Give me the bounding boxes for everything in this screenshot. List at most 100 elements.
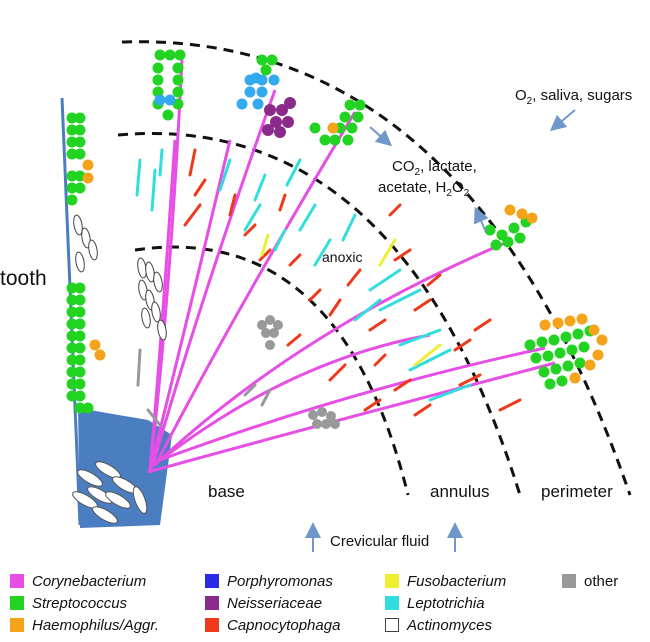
capnocytophaga-cell xyxy=(413,403,432,417)
actinomyces-cell xyxy=(138,279,148,301)
actinomyces-cell xyxy=(153,271,163,293)
capnocytophaga-cell xyxy=(183,203,202,227)
actinomyces-cell xyxy=(75,251,85,273)
anoxic-label: anoxic xyxy=(322,249,362,265)
actinomyces-cell xyxy=(81,227,91,249)
legend-label: Fusobacterium xyxy=(407,572,507,590)
fusobacterium-cell xyxy=(413,343,442,367)
streptococcus-cell xyxy=(66,294,78,306)
streptococcus-cell xyxy=(152,62,164,74)
capnocytophaga-cell xyxy=(308,288,322,302)
streptococcus-cell xyxy=(66,182,78,194)
haemophilus-cell xyxy=(82,159,94,171)
corynebacterium-filament xyxy=(153,111,357,467)
perimeter-boundary xyxy=(121,40,632,496)
corynebacterium-filament xyxy=(159,346,546,462)
coccus-blue xyxy=(256,86,268,98)
legend-item-capnocytophaga: Capnocytophaga xyxy=(205,614,340,636)
other-cell xyxy=(308,410,318,420)
leptotrichia-cell xyxy=(353,298,382,322)
streptococcus-cell xyxy=(536,336,548,348)
streptococcus-cell xyxy=(66,124,78,136)
capnocytophaga-cell xyxy=(458,373,482,387)
corynebacterium-filament xyxy=(156,241,506,464)
other-cell xyxy=(146,408,162,427)
streptococcus-cell xyxy=(524,339,536,351)
streptococcus-cell xyxy=(66,112,78,124)
streptococcus-cell xyxy=(329,134,341,146)
fusobacterium-cell xyxy=(260,233,270,257)
streptococcus-cell xyxy=(82,402,94,414)
coccus-blue xyxy=(250,72,262,84)
legend-swatch xyxy=(385,596,399,610)
legend-swatch xyxy=(10,618,24,632)
streptococcus-cell xyxy=(566,344,578,356)
tip-arrow xyxy=(473,206,489,233)
streptococcus-cell xyxy=(484,224,496,236)
flow-arrows xyxy=(305,109,576,552)
corynebacterium-filament xyxy=(157,333,431,464)
haemophilus-cell xyxy=(504,204,516,216)
capnocytophaga-cell xyxy=(368,318,387,332)
streptococcus-cell xyxy=(66,306,78,318)
streptococcus-cell xyxy=(66,342,78,354)
neisseriaceae-cell xyxy=(270,116,282,128)
cocci-cells xyxy=(66,49,608,429)
legend-swatch xyxy=(10,574,24,588)
haemophilus-cell xyxy=(516,208,528,220)
haemophilus-cell xyxy=(94,349,106,361)
capnocytophaga-cell xyxy=(258,248,272,262)
streptococcus-cell xyxy=(66,282,78,294)
haemophilus-cell xyxy=(596,334,608,346)
base-cell xyxy=(77,469,103,487)
legend-item-haemophilus: Haemophilus/Aggr. xyxy=(10,614,159,636)
legend-label: Capnocytophaga xyxy=(227,616,341,634)
streptococcus-cell xyxy=(74,282,86,294)
plaque-hedgehog-diagram: tooth O2, saliva, sugars CO2, lactate, a… xyxy=(0,40,632,552)
bacterial-segments xyxy=(135,148,522,427)
legend-label: Porphyromonas xyxy=(227,572,333,590)
streptococcus-cell xyxy=(74,294,86,306)
coccus-blue xyxy=(154,94,166,106)
haemophilus-cell xyxy=(592,349,604,361)
actinomyces-cell xyxy=(88,239,98,261)
legend-label: other xyxy=(584,572,619,590)
streptococcus-cell xyxy=(154,49,166,61)
legend-item-neisseriaceae: Neisseriaceae xyxy=(205,592,322,614)
streptococcus-cell xyxy=(66,390,78,402)
neisseriaceae-cell xyxy=(284,97,296,109)
streptococcus-cell xyxy=(172,62,184,74)
co2-label: CO2, lactate, xyxy=(392,158,477,178)
legend-label: Corynebacterium xyxy=(32,572,147,590)
leptotrichia-cell xyxy=(158,148,164,177)
streptococcus-cell xyxy=(74,306,86,318)
leptotrichia-cell xyxy=(285,158,302,187)
corynebacterium-filament xyxy=(148,139,232,471)
other-cell xyxy=(326,411,336,421)
capnocytophaga-cell xyxy=(288,253,302,267)
streptococcus-cell xyxy=(66,366,78,378)
streptococcus-cell xyxy=(66,318,78,330)
streptococcus-cell xyxy=(66,378,78,390)
other-cell xyxy=(269,328,279,338)
base-cell xyxy=(92,506,118,524)
streptococcus-cell xyxy=(560,331,572,343)
capnocytophaga-cell xyxy=(413,298,432,312)
neisseriaceae-cell xyxy=(274,126,286,138)
capnocytophaga-cell xyxy=(393,248,412,262)
legend-swatch xyxy=(562,574,576,588)
neisseriaceae-cell xyxy=(282,116,294,128)
legend-item-streptococcus: Streptococcus xyxy=(10,592,127,614)
streptococcus-cell xyxy=(66,136,78,148)
streptococcus-cell xyxy=(344,99,356,111)
streptococcus-cell xyxy=(346,122,358,134)
other-cell xyxy=(312,419,322,429)
streptococcus-cell xyxy=(74,378,86,390)
base-label: base xyxy=(208,482,245,501)
haemophilus-cell xyxy=(327,122,339,134)
streptococcus-cell xyxy=(508,222,520,234)
streptococcus-cell xyxy=(66,330,78,342)
haemophilus-cell xyxy=(584,359,596,371)
streptococcus-cell xyxy=(554,347,566,359)
leptotrichia-cell xyxy=(378,288,422,312)
